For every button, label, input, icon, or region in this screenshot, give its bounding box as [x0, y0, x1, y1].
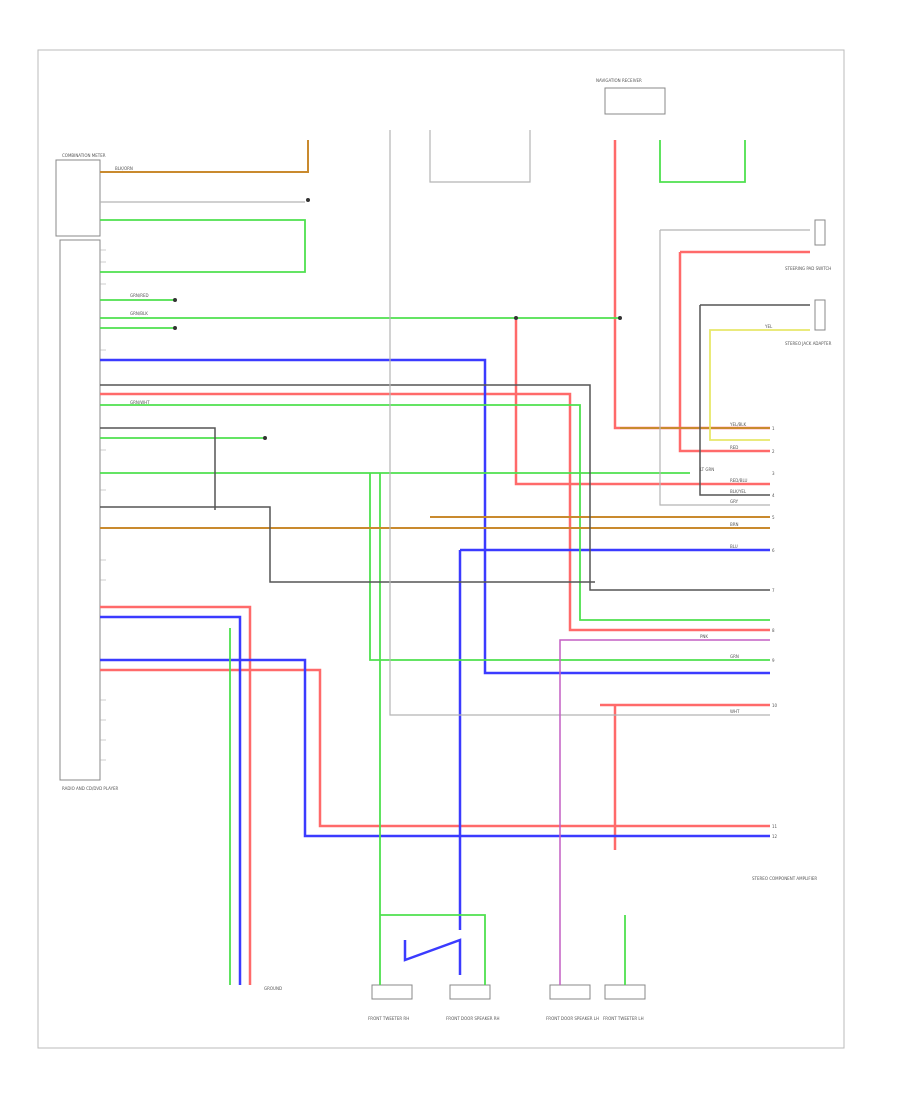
- radio-receiver-box: [59, 239, 101, 781]
- wire-label: PNK: [700, 634, 708, 639]
- label-combination-meter: COMBINATION METER: [62, 153, 106, 158]
- jack-adapter-box: [814, 299, 826, 331]
- label-radio-receiver: RADIO AND CD/DVD PLAYER: [62, 786, 119, 791]
- amp-pin: 3: [772, 471, 775, 476]
- amp-pin: 12: [772, 834, 778, 839]
- amp-pin: 1: [772, 426, 775, 431]
- label-front-door-speaker-lh: FRONT DOOR SPEAKER LH: [546, 1016, 599, 1021]
- label-stereo-amplifier: STEREO COMPONENT AMPLIFIER: [752, 876, 817, 881]
- label-ground: GROUND: [264, 986, 282, 991]
- wire-label: GRN/RED: [130, 293, 149, 298]
- front-door-speaker-lh-box: [549, 984, 591, 1000]
- amp-pin: 6: [772, 548, 775, 553]
- wire-label: LT GRN: [700, 467, 714, 472]
- wire-label: WHT: [730, 709, 740, 714]
- gray-wires: [100, 130, 810, 716]
- label-front-tweeter-rh: FRONT TWEETER RH: [368, 1016, 409, 1021]
- navigation-receiver-box: [604, 87, 666, 115]
- wire-label: RED: [730, 445, 738, 450]
- front-tweeter-lh-box: [604, 984, 646, 1000]
- amp-pin: 5: [772, 515, 775, 520]
- black-wires: [100, 304, 810, 591]
- front-tweeter-rh-box: [371, 984, 413, 1000]
- wire-label: GRN: [730, 654, 739, 659]
- amp-pin: 4: [772, 493, 775, 498]
- wire-label: BLU: [730, 544, 738, 549]
- wire-label: GRN/WHT: [130, 400, 150, 405]
- combination-meter-box: [55, 159, 101, 237]
- blue-wires: [100, 358, 770, 985]
- amp-pin: 9: [772, 658, 775, 663]
- red-wires: [100, 140, 810, 985]
- wire-label: BRN: [730, 522, 739, 527]
- amp-pin: 7: [772, 588, 775, 593]
- wire-label: BLK/YEL: [730, 489, 747, 494]
- yellow-wire: [709, 329, 810, 441]
- wire-label: BLK/ORN: [115, 166, 133, 171]
- radio-pin-ticks: [100, 249, 106, 761]
- purple-wire: [559, 639, 770, 985]
- junction-dots: [173, 198, 622, 440]
- wire-label: GRN/BLK: [130, 311, 148, 316]
- front-door-speaker-rh-box: [449, 984, 491, 1000]
- diagram-frame: [37, 49, 845, 1049]
- green-wires: [100, 140, 770, 985]
- wire-label: RED/BLU: [730, 478, 748, 483]
- wire-label: YEL: [764, 324, 773, 329]
- label-front-tweeter-lh: FRONT TWEETER LH: [603, 1016, 644, 1021]
- label-stereo-jack-adapter: STEREO JACK ADAPTER: [785, 341, 832, 346]
- amp-pin: 10: [772, 703, 778, 708]
- amp-pin: 2: [772, 449, 775, 454]
- amp-pin: 8: [772, 628, 775, 633]
- steering-pad-box: [814, 219, 826, 246]
- orange-wires: [100, 140, 770, 529]
- label-front-door-speaker-rh: FRONT DOOR SPEAKER RH: [446, 1016, 500, 1021]
- label-steering-pad-switch: STEERING PAD SWITCH: [785, 266, 831, 271]
- label-navigation-receiver: NAVIGATION RECEIVER: [596, 78, 642, 83]
- wire-label: GRY: [730, 499, 739, 504]
- wire-label: YEL/BLK: [729, 422, 747, 427]
- amp-pin: 11: [772, 824, 778, 829]
